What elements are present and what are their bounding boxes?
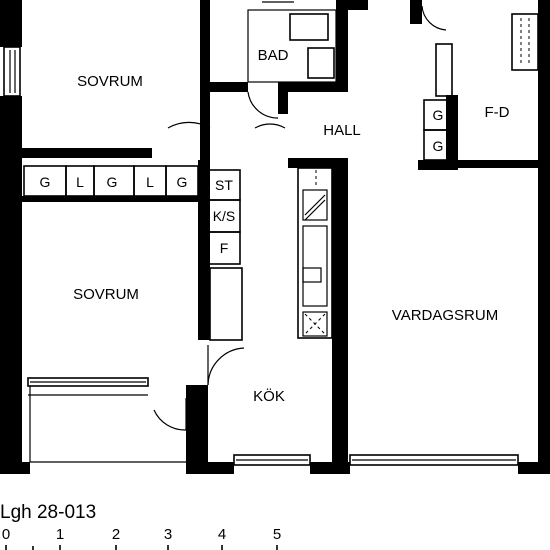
scale-tick-label: 0	[2, 526, 10, 543]
windows	[3, 46, 519, 466]
bathtub	[289, 13, 329, 41]
wall-bottom-left	[0, 462, 30, 474]
room-label-bathroom: BAD	[258, 47, 289, 64]
cabinet-label: L	[146, 174, 154, 190]
wall-bottom-kitchen-left	[186, 462, 234, 474]
cabinet-label: K/S	[213, 208, 236, 224]
cabinet-label: G	[107, 174, 118, 190]
wall-bath-bottom-right	[278, 82, 348, 92]
room-label-bedroom-upper: SOVRUM	[77, 73, 143, 90]
wall-bath-left	[200, 0, 210, 92]
scale-tick-label: 1	[56, 526, 64, 543]
legend: Lgh 28-013 0 1 2 3 4 5	[0, 502, 281, 550]
scale-tick-label: 2	[112, 526, 120, 543]
cabinet-grid	[23, 99, 453, 265]
window-kitchen	[233, 454, 311, 466]
wall-fd-bottom	[458, 160, 550, 168]
scale-tick-label: 3	[164, 526, 172, 543]
wall-left-top	[0, 0, 22, 47]
cabinet-label: F	[220, 240, 229, 256]
room-label-kitchen: KÖK	[253, 387, 285, 405]
wall-bedroom-upper-bottom	[22, 148, 152, 158]
window-left	[3, 46, 21, 97]
room-label-hall: HALL	[323, 122, 361, 139]
cabinet-label: L	[76, 174, 84, 190]
wall-left	[0, 96, 22, 474]
fixtures	[153, 1, 539, 431]
wall-bath-bottom-left	[200, 82, 248, 92]
scale-tick-label: 5	[273, 526, 281, 543]
wall-hall-right	[288, 158, 348, 168]
cabinet-labels: G L G L G ST K/S F G G	[40, 107, 444, 256]
apartment-id: Lgh 28-013	[0, 502, 96, 523]
window-living	[349, 454, 519, 466]
room-labels: SOVRUM SOVRUM BAD HALL KÖK VARDAGSRUM F-…	[73, 47, 510, 405]
cabinet-label: G	[177, 174, 188, 190]
kitchen-counter	[297, 167, 333, 339]
wall-right	[538, 0, 550, 474]
wall-bottom-right	[518, 462, 550, 474]
cabinet-label: ST	[215, 177, 233, 193]
wall-kitchen-left-pier	[186, 385, 208, 474]
cabinet-label: G	[433, 138, 444, 154]
wall-bedroom-lower-top	[22, 196, 198, 202]
room-label-living-room: VARDAGSRUM	[392, 307, 498, 324]
wall-bath-stub	[278, 82, 288, 114]
scale-tick-label: 4	[218, 526, 226, 543]
window-bedroom-lower	[27, 377, 149, 387]
scale-bar	[5, 545, 278, 550]
wall-top-mid	[348, 0, 368, 10]
room-label-bedroom-lower: SOVRUM	[73, 286, 139, 303]
wall-bath-right	[336, 0, 348, 90]
room-label-storage: F-D	[485, 104, 510, 121]
wall-fd-bottom-left	[418, 160, 458, 170]
wall-top-right	[410, 0, 422, 24]
cabinet-label: G	[433, 107, 444, 123]
toilet	[307, 47, 335, 79]
wall-bedroom-kitchen	[198, 160, 210, 340]
cabinet-label: G	[40, 174, 51, 190]
wall-kitchen-living	[332, 160, 348, 474]
